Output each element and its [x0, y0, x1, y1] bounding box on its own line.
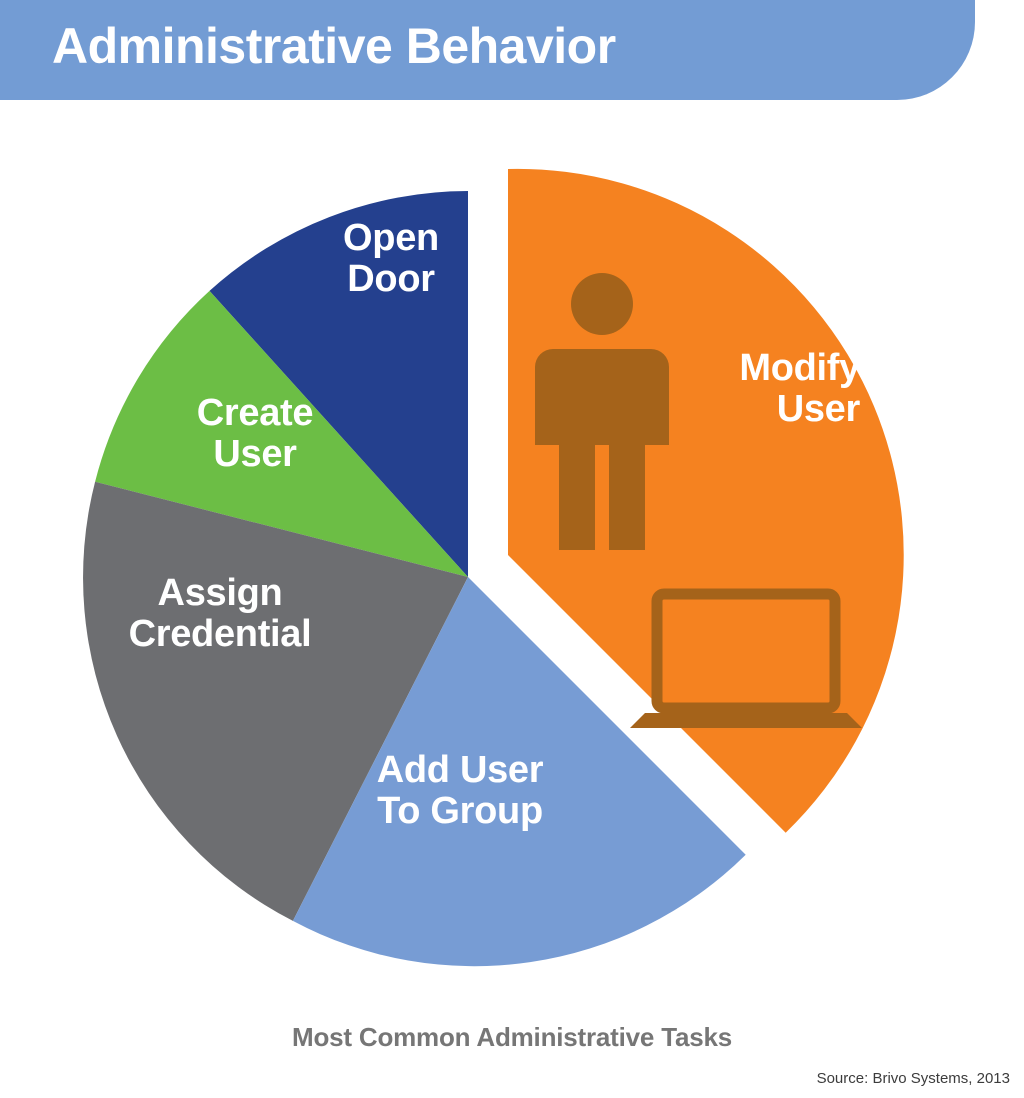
source-note: Source: Brivo Systems, 2013 [816, 1070, 1010, 1087]
laptop-icon [630, 588, 862, 728]
pie-slice-add-user-to-group[interactable] [292, 577, 746, 967]
pie-slice-modify-user-group[interactable] [508, 168, 904, 833]
pie-slice-open-door[interactable] [209, 191, 469, 577]
pie-slice-assign-credential[interactable] [83, 481, 468, 921]
pie-chart: Open Door Create User Assign Credential … [0, 100, 1024, 1010]
chart-caption: Most Common Administrative Tasks [291, 1022, 733, 1052]
person-icon [535, 273, 669, 550]
pie-slice-create-user[interactable] [95, 290, 468, 577]
pie-slice-modify-user[interactable] [508, 168, 904, 833]
header-banner: Administrative Behavior [0, 0, 975, 100]
page-title: Administrative Behavior [52, 18, 616, 74]
pie-chart-svg [83, 168, 904, 967]
